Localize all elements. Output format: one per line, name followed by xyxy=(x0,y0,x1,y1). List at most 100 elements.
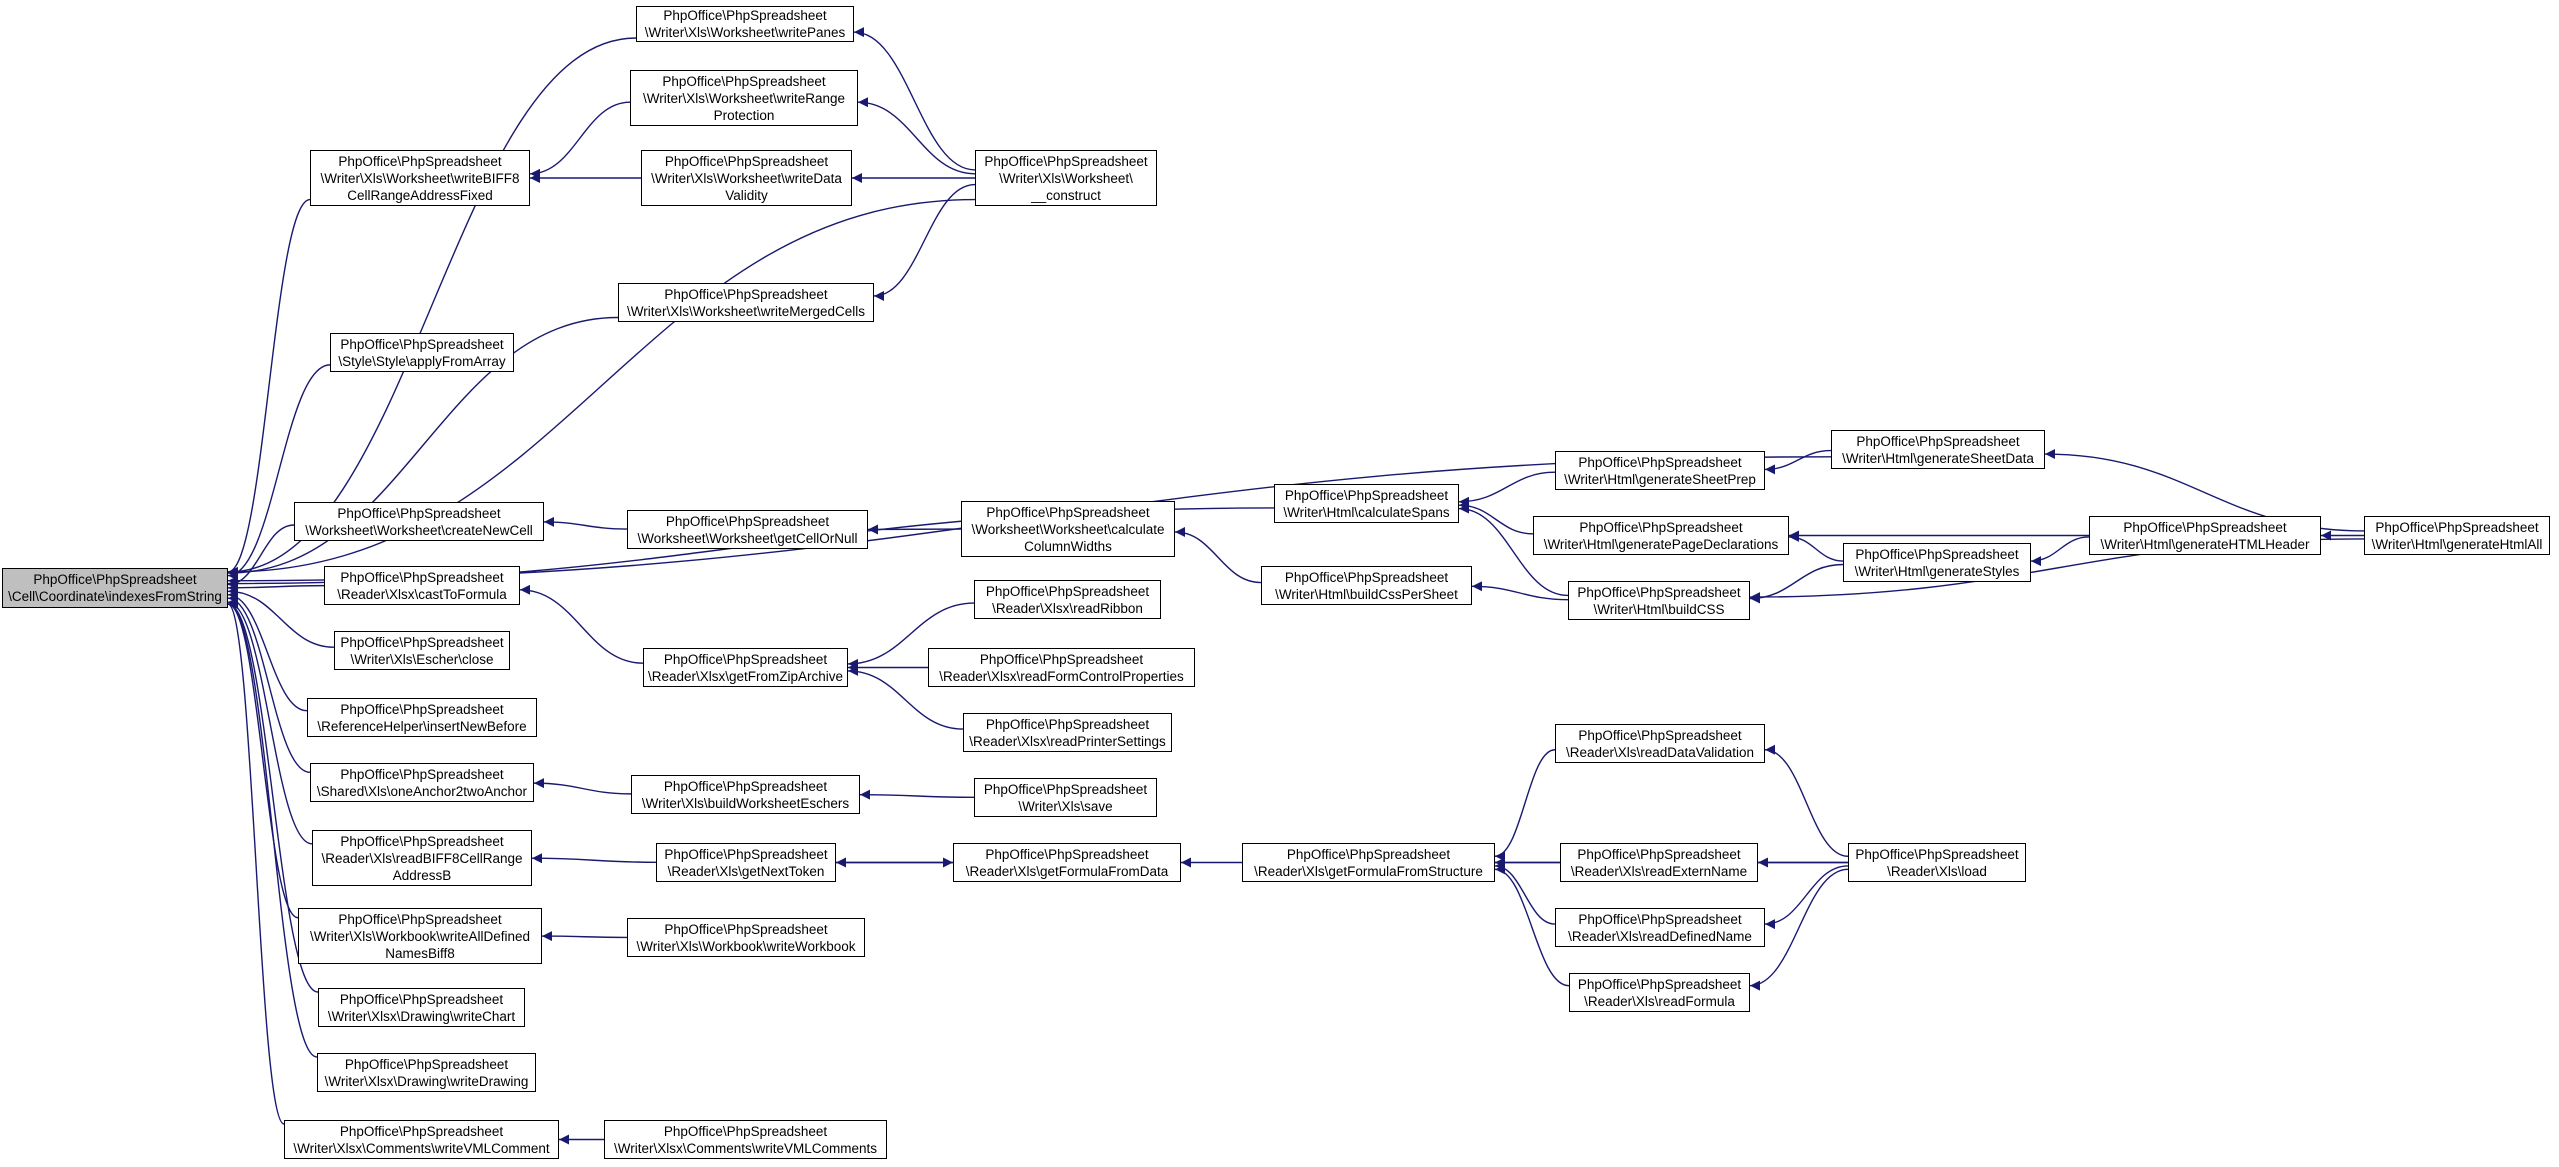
node-root[interactable]: PhpOffice\PhpSpreadsheet \Cell\Coordinate… xyxy=(2,568,228,608)
edge-create-new-cell-to-root xyxy=(227,524,295,590)
node-label-line: \Writer\Xls\Workbook\writeAllDefined xyxy=(309,928,531,944)
node-generate-styles[interactable]: PhpOffice\PhpSpreadsheet\Writer\Html\gen… xyxy=(1843,543,2031,582)
node-label-line: PhpOffice\PhpSpreadsheet xyxy=(340,833,504,849)
node-get-from-zip-archive[interactable]: PhpOffice\PhpSpreadsheet\Reader\Xlsx\get… xyxy=(643,648,848,687)
node-build-worksheet-eschers[interactable]: PhpOffice\PhpSpreadsheet\Writer\Xls\buil… xyxy=(631,775,860,814)
node-get-next-token[interactable]: PhpOffice\PhpSpreadsheet\Reader\Xls\getN… xyxy=(656,843,836,882)
edge-generate-styles-to-build-css xyxy=(1749,563,1844,604)
node-cast-to-formula[interactable]: PhpOffice\PhpSpreadsheet\Reader\Xlsx\cas… xyxy=(324,566,520,605)
edge-read-ribbon-to-get-from-zip-archive xyxy=(847,602,975,669)
node-read-biff8-cell-range[interactable]: PhpOffice\PhpSpreadsheet\Reader\Xls\read… xyxy=(312,830,532,886)
edge-read-data-validation-to-get-formula-from-structure xyxy=(1494,749,1556,862)
node-write-vmlcomment[interactable]: PhpOffice\PhpSpreadsheet\Writer\Xlsx\Com… xyxy=(284,1120,559,1159)
node-xls-load[interactable]: PhpOffice\PhpSpreadsheet\Reader\Xls\load xyxy=(1848,843,2026,882)
node-label-line: \Worksheet\Worksheet\createNewCell xyxy=(305,522,533,538)
node-write-chart[interactable]: PhpOffice\PhpSpreadsheet\Writer\Xlsx\Dra… xyxy=(318,988,525,1027)
edge-get-cell-or-null-to-create-new-cell xyxy=(543,516,628,530)
node-build-css[interactable]: PhpOffice\PhpSpreadsheet\Writer\Html\bui… xyxy=(1568,581,1750,620)
node-label-line: \Reader\Xlsx\getFromZipArchive xyxy=(647,668,844,684)
node-write-vmlcomments[interactable]: PhpOffice\PhpSpreadsheet\Writer\Xlsx\Com… xyxy=(604,1120,887,1159)
node-one-anchor2two-anchor[interactable]: PhpOffice\PhpSpreadsheet\Shared\Xls\oneA… xyxy=(310,763,534,802)
node-generate-sheet-prep[interactable]: PhpOffice\PhpSpreadsheet\Writer\Html\gen… xyxy=(1555,451,1765,490)
node-read-extern-name[interactable]: PhpOffice\PhpSpreadsheet\Reader\Xls\read… xyxy=(1560,843,1758,882)
node-read-formula[interactable]: PhpOffice\PhpSpreadsheet\Reader\Xls\read… xyxy=(1569,973,1750,1012)
node-write-merged-cells[interactable]: PhpOffice\PhpSpreadsheet\Writer\Xls\Work… xyxy=(618,283,874,322)
node-label-line: PhpOffice\PhpSpreadsheet xyxy=(1579,519,1743,535)
node-generate-html-all[interactable]: PhpOffice\PhpSpreadsheet\Writer\Html\gen… xyxy=(2364,516,2550,555)
node-get-formula-from-structure[interactable]: PhpOffice\PhpSpreadsheet\Reader\Xls\getF… xyxy=(1242,843,1495,882)
node-label-line: PhpOffice\PhpSpreadsheet xyxy=(340,634,504,650)
edge-build-css-to-calculate-spans xyxy=(1458,503,1569,597)
edge-write-workbook-to-write-all-defined-names xyxy=(541,931,628,942)
node-xls-save[interactable]: PhpOffice\PhpSpreadsheet\Writer\Xls\save xyxy=(974,778,1157,817)
node-calculate-spans[interactable]: PhpOffice\PhpSpreadsheet\Writer\Html\cal… xyxy=(1274,484,1459,523)
edge-xls-worksheet-construct-to-write-range-protection xyxy=(857,97,976,175)
node-label-line: \Reader\Xls\readBIFF8CellRange xyxy=(321,850,523,866)
node-get-cell-or-null[interactable]: PhpOffice\PhpSpreadsheet\Worksheet\Works… xyxy=(627,510,868,549)
node-label-line: PhpOffice\PhpSpreadsheet xyxy=(338,153,502,169)
node-xls-worksheet-construct[interactable]: PhpOffice\PhpSpreadsheet\Writer\Xls\Work… xyxy=(975,150,1157,206)
node-label-line: ColumnWidths xyxy=(1024,538,1112,554)
node-write-all-defined-names[interactable]: PhpOffice\PhpSpreadsheet\Writer\Xls\Work… xyxy=(298,908,542,964)
node-read-data-validation[interactable]: PhpOffice\PhpSpreadsheet\Reader\Xls\read… xyxy=(1555,724,1765,763)
node-get-formula-from-data[interactable]: PhpOffice\PhpSpreadsheet\Reader\Xls\getF… xyxy=(953,843,1181,882)
node-create-new-cell[interactable]: PhpOffice\PhpSpreadsheet\Worksheet\Works… xyxy=(294,502,544,541)
node-insert-new-before[interactable]: PhpOffice\PhpSpreadsheet\ReferenceHelper… xyxy=(307,698,537,737)
edge-generate-sheet-data-to-generate-sheet-prep xyxy=(1764,449,1832,475)
node-label-line: PhpOffice\PhpSpreadsheet xyxy=(663,778,828,794)
node-label-line: \Writer\Xls\save xyxy=(1018,798,1113,814)
node-calculate-column-widths[interactable]: PhpOffice\PhpSpreadsheet\Worksheet\Works… xyxy=(961,501,1175,557)
node-label-line: \Writer\Xls\Workbook\writeWorkbook xyxy=(636,938,856,954)
node-read-printer-settings[interactable]: PhpOffice\PhpSpreadsheet\Reader\Xlsx\rea… xyxy=(963,713,1172,752)
node-apply-from-array[interactable]: PhpOffice\PhpSpreadsheet\Style\Style\app… xyxy=(330,333,514,372)
node-label-line: PhpOffice\PhpSpreadsheet xyxy=(663,651,828,667)
node-label-line: PhpOffice\PhpSpreadsheet xyxy=(33,572,197,587)
edge-read-printer-settings-to-get-from-zip-archive xyxy=(847,665,964,730)
node-label-line: AddressB xyxy=(392,867,452,883)
node-label-line: PhpOffice\PhpSpreadsheet xyxy=(664,846,828,862)
node-label-line: \Writer\Xlsx\Drawing\writeDrawing xyxy=(324,1073,529,1089)
node-label-line: \Writer\Html\buildCssPerSheet xyxy=(1275,586,1458,602)
node-label-line: \Style\Style\applyFromArray xyxy=(338,353,506,369)
edge-write-merged-cells-to-root xyxy=(227,316,619,578)
node-label-line: \Writer\Html\generatePageDeclarations xyxy=(1543,536,1779,552)
node-read-form-control-properties[interactable]: PhpOffice\PhpSpreadsheet\Reader\Xlsx\rea… xyxy=(928,648,1195,687)
node-write-panes[interactable]: PhpOffice\PhpSpreadsheet\Writer\Xls\Work… xyxy=(636,6,854,42)
node-label-line: \Worksheet\Worksheet\calculate xyxy=(971,521,1165,537)
node-label-line: \Reader\Xls\getFormulaFromStructure xyxy=(1254,863,1483,879)
node-build-css-per-sheet[interactable]: PhpOffice\PhpSpreadsheet\Writer\Html\bui… xyxy=(1261,566,1472,605)
node-label-line: PhpOffice\PhpSpreadsheet xyxy=(1286,846,1451,862)
edge-build-css-to-build-css-per-sheet xyxy=(1471,581,1569,601)
node-label-line: \Reader\Xlsx\castToFormula xyxy=(337,586,507,602)
node-label-line: PhpOffice\PhpSpreadsheet xyxy=(339,991,504,1007)
node-write-biff8[interactable]: PhpOffice\PhpSpreadsheet\Writer\Xls\Work… xyxy=(310,150,530,206)
edge-build-worksheet-eschers-to-one-anchor2two-anchor xyxy=(533,778,632,795)
node-label-line: CellRangeAddressFixed xyxy=(347,187,493,203)
edge-cast-to-formula-to-root xyxy=(227,582,325,593)
node-write-drawing[interactable]: PhpOffice\PhpSpreadsheet\Writer\Xlsx\Dra… xyxy=(317,1053,536,1092)
node-write-workbook[interactable]: PhpOffice\PhpSpreadsheet\Writer\Xls\Work… xyxy=(627,918,865,957)
edge-generate-htmlheader-to-generate-styles xyxy=(2030,536,2090,567)
node-label-line: \Writer\Xls\Worksheet\writePanes xyxy=(644,25,846,40)
node-label-line: \Writer\Html\calculateSpans xyxy=(1283,504,1450,520)
node-label-line: NamesBiff8 xyxy=(385,945,455,961)
node-label-line: PhpOffice\PhpSpreadsheet xyxy=(1855,546,2019,562)
node-read-ribbon[interactable]: PhpOffice\PhpSpreadsheet\Reader\Xlsx\rea… xyxy=(974,580,1161,619)
node-label-line: \Reader\Xlsx\readPrinterSettings xyxy=(969,733,1166,749)
node-generate-sheet-data[interactable]: PhpOffice\PhpSpreadsheet\Writer\Html\gen… xyxy=(1831,430,2045,469)
edge-apply-from-array-to-root xyxy=(227,364,331,581)
node-read-defined-name[interactable]: PhpOffice\PhpSpreadsheet\Reader\Xls\read… xyxy=(1555,908,1765,947)
node-generate-htmlheader[interactable]: PhpOffice\PhpSpreadsheet\Writer\Html\gen… xyxy=(2089,516,2321,555)
node-generate-page-declarations[interactable]: PhpOffice\PhpSpreadsheet\Writer\Html\gen… xyxy=(1533,516,1789,555)
edge-write-all-defined-names-to-root xyxy=(227,599,299,919)
node-label-line: PhpOffice\PhpSpreadsheet xyxy=(337,505,501,521)
node-write-data-validity[interactable]: PhpOffice\PhpSpreadsheet\Writer\Xls\Work… xyxy=(641,150,852,206)
edge-insert-new-before-to-root xyxy=(227,589,308,712)
node-escher-close[interactable]: PhpOffice\PhpSpreadsheet\Writer\Xls\Esch… xyxy=(334,631,510,670)
node-label-line: PhpOffice\PhpSpreadsheet xyxy=(1577,584,1741,600)
edge-write-vmlcomment-to-root xyxy=(227,599,285,1125)
node-label-line: \Shared\Xls\oneAnchor2twoAnchor xyxy=(316,783,528,799)
node-write-range-protection[interactable]: PhpOffice\PhpSpreadsheet\Writer\Xls\Work… xyxy=(630,70,858,126)
node-label-line: \Cell\Coordinate\indexesFromString xyxy=(8,589,222,604)
node-label-line: \Reader\Xls\load xyxy=(1887,863,1987,879)
